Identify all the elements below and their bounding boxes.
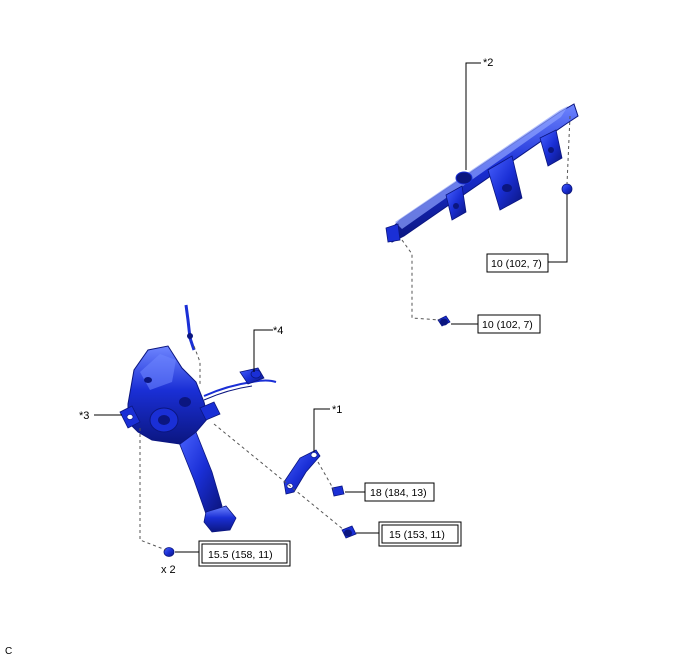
upper-nut [561, 183, 573, 195]
brake-pedal-assembly [119, 304, 277, 533]
upper-support-bracket [385, 103, 579, 243]
quantity-label: x 2 [161, 564, 176, 576]
torque-box-bracket-small: 18 (184, 13) [364, 482, 435, 502]
callout-1: *1 [332, 404, 342, 416]
callout-3: *3 [79, 410, 89, 422]
torque-box-upper-bolt: 10 (102, 7) [477, 314, 541, 334]
lower-alignment-lines [139, 345, 345, 551]
lower-leader-lines [94, 329, 381, 553]
svg-text:10 (102, 7): 10 (102, 7) [482, 319, 533, 331]
harness-clip [239, 367, 265, 385]
small-clip [331, 485, 345, 497]
torque-box-bracket-bolt: 15 (153, 11) [378, 521, 462, 547]
figure-code: C [5, 646, 12, 657]
svg-text:10 (102, 7): 10 (102, 7) [491, 258, 542, 270]
pedal-nut [163, 547, 175, 557]
callout-2: *2 [483, 57, 493, 69]
svg-text:15.5 (158, 11): 15.5 (158, 11) [208, 549, 273, 561]
svg-text:18 (184, 13): 18 (184, 13) [370, 487, 427, 499]
upper-bolt [437, 315, 451, 327]
torque-box-pedal-nuts: 15.5 (158, 11) [198, 540, 291, 567]
upper-alignment-lines [401, 115, 571, 321]
torque-box-upper-nut: 10 (102, 7) [486, 253, 549, 273]
callout-4: *4 [273, 325, 283, 337]
upper-leader-lines [451, 62, 568, 325]
pedal-stopper-bracket [283, 449, 321, 495]
bracket-bolt [341, 525, 357, 539]
svg-text:15 (153, 11): 15 (153, 11) [389, 529, 445, 541]
